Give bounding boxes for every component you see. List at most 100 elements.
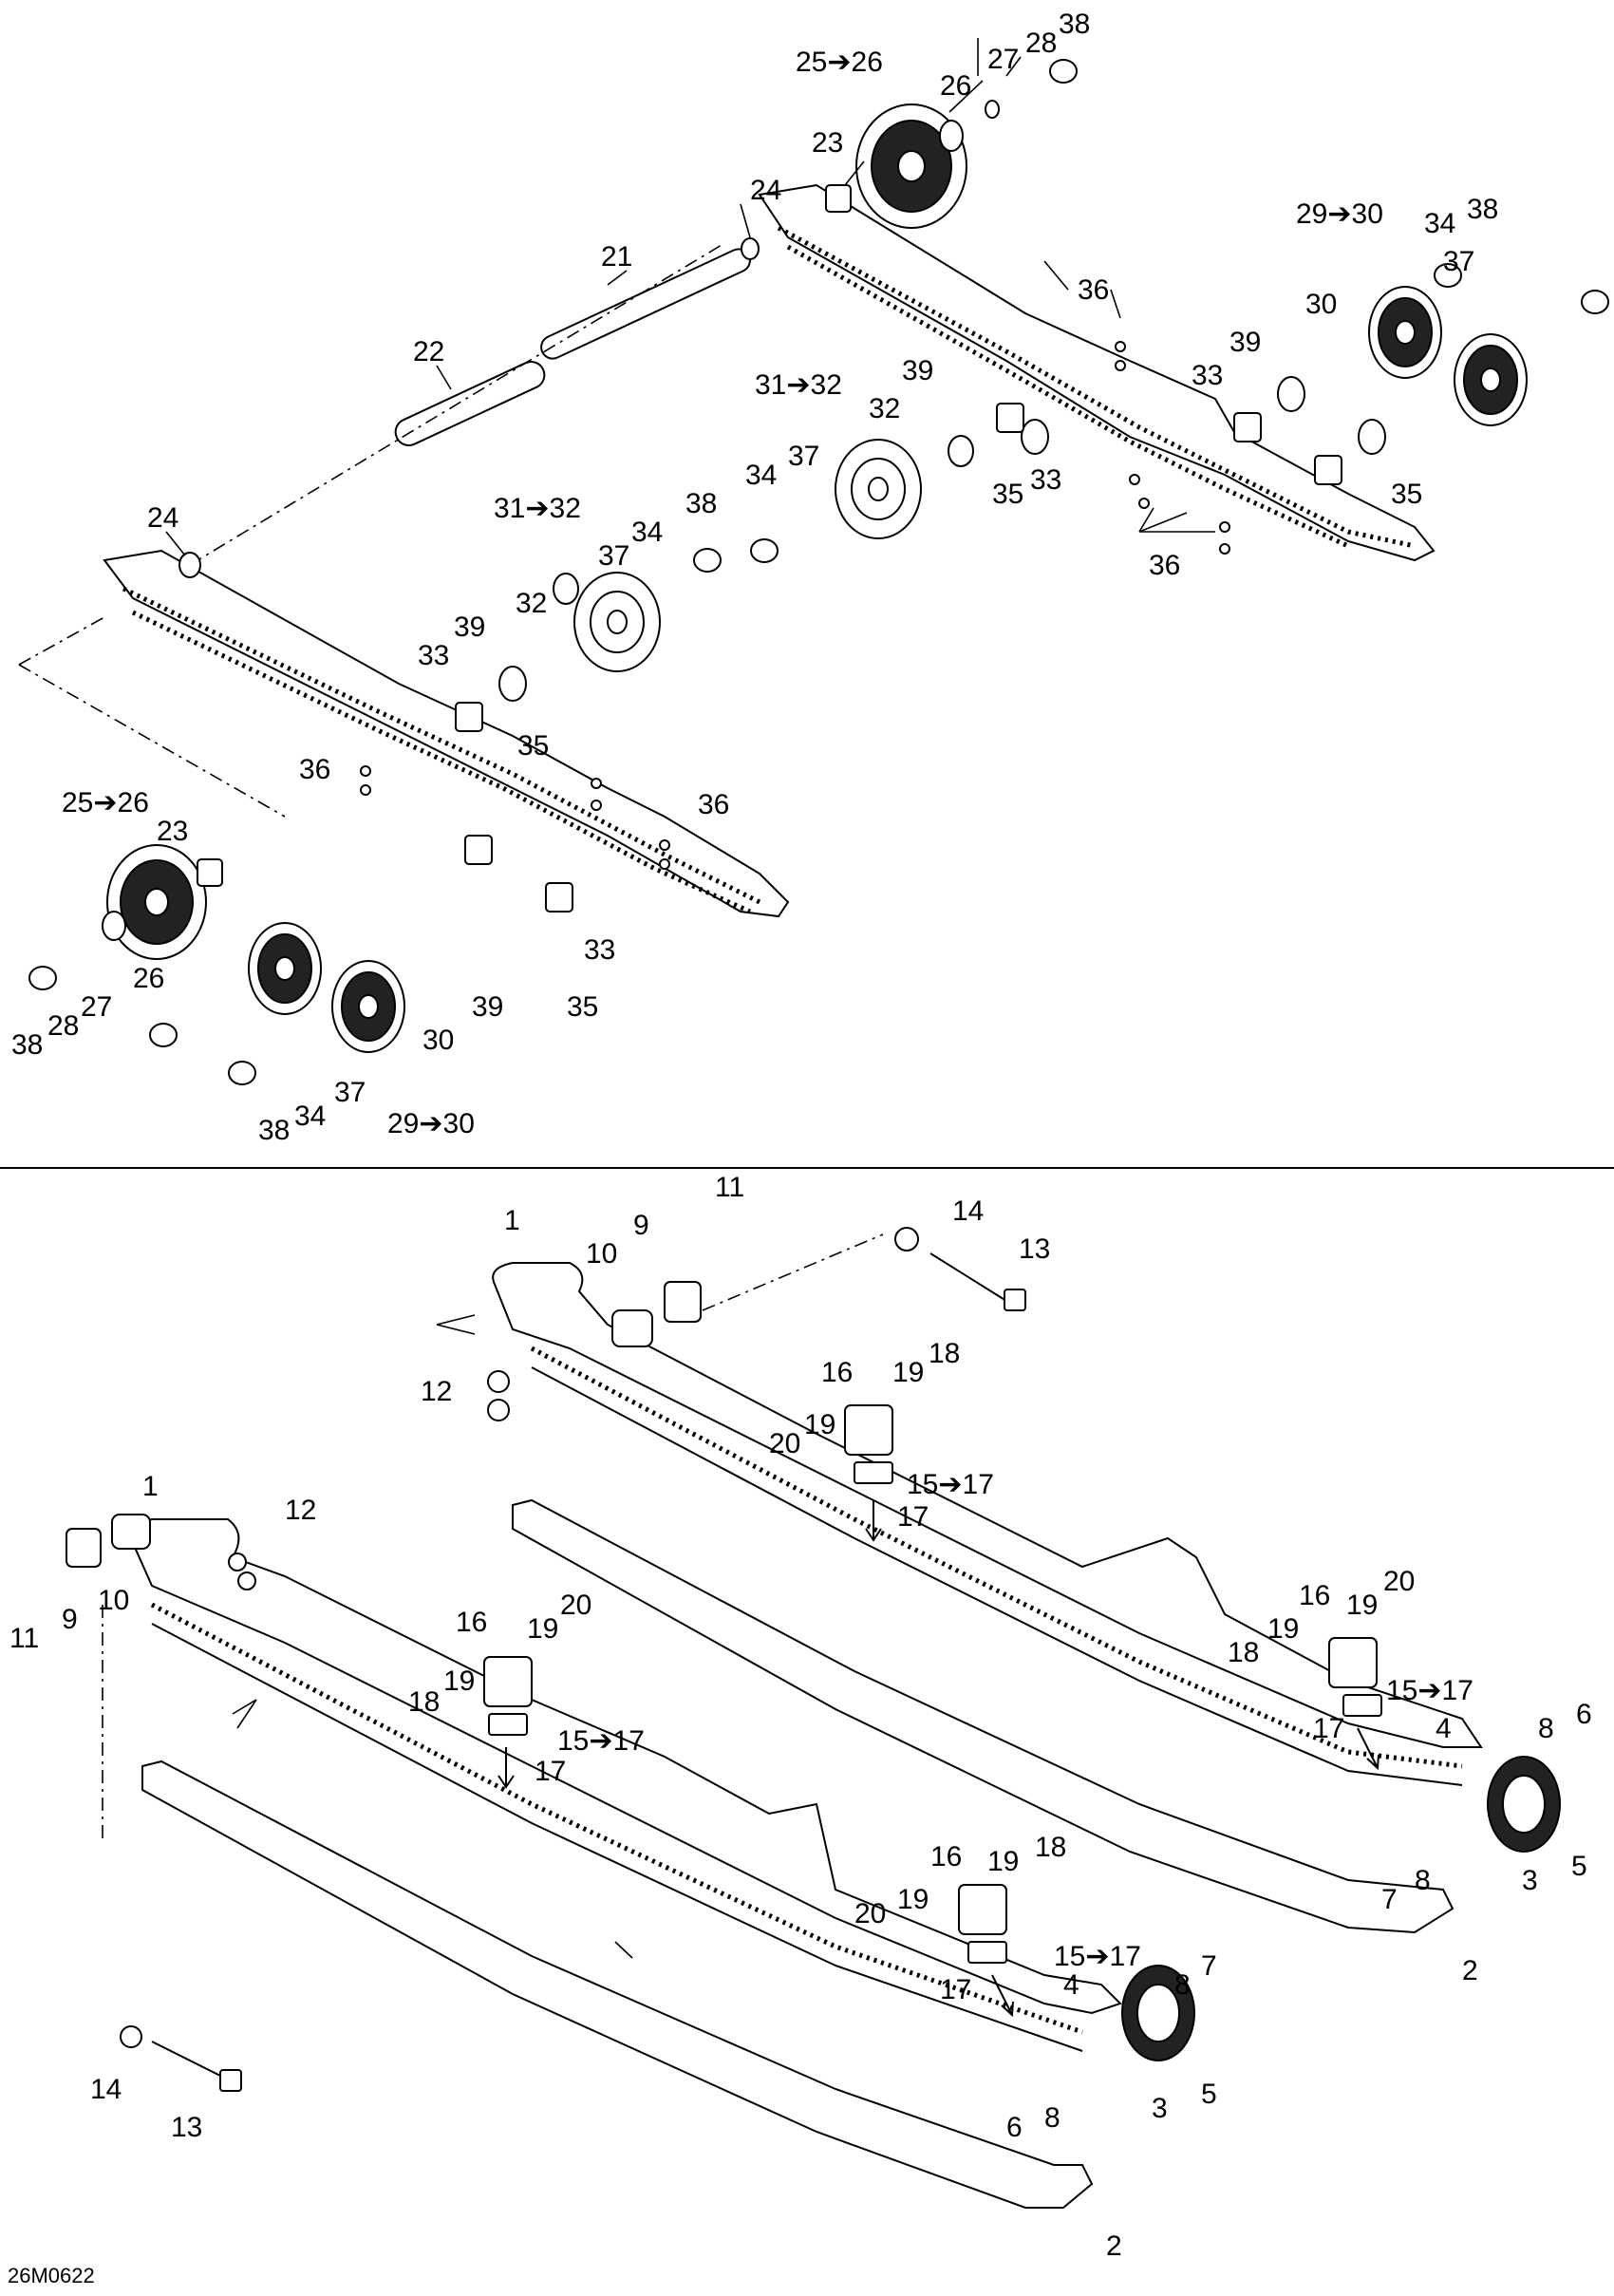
callout-39c: 39: [454, 612, 485, 643]
callout-labels: 25➔26 26 27 28 38 23 24 21 22 24 29➔30 3…: [8, 9, 1592, 2287]
callout-36c: 36: [299, 754, 330, 785]
callout-37d: 37: [334, 1077, 366, 1108]
callout-2: 2: [1462, 1955, 1478, 1986]
callout-19c: 19: [527, 1613, 558, 1645]
callout-10b: 10: [98, 1585, 129, 1616]
leader-lines: [165, 38, 1215, 1959]
callout-6: 6: [1576, 1699, 1592, 1730]
callout-25-26: 25➔26: [796, 47, 883, 78]
wheel-upper-right-a: [1368, 286, 1442, 379]
callout-33b: 33: [1030, 464, 1061, 496]
callout-27b: 27: [81, 991, 112, 1023]
wheel-large-front: [106, 844, 207, 960]
wheel-large-rear: [855, 104, 967, 229]
callout-38b: 38: [1467, 194, 1498, 225]
callout-8d: 8: [1044, 2102, 1060, 2134]
callout-20: 20: [769, 1428, 800, 1459]
callout-27: 27: [987, 44, 1019, 75]
callout-2b: 2: [1106, 2230, 1122, 2262]
callout-15-17d: 15➔17: [1054, 1941, 1141, 1972]
callout-6b: 6: [1006, 2112, 1023, 2143]
callout-39b: 39: [902, 355, 933, 386]
callout-38: 38: [1059, 9, 1090, 40]
callout-29-30: 29➔30: [1296, 198, 1383, 230]
callout-35d: 35: [567, 991, 598, 1023]
callout-19h: 19: [897, 1884, 929, 1915]
callout-39: 39: [1229, 327, 1261, 358]
callout-17c: 17: [1313, 1713, 1344, 1744]
callout-18: 18: [929, 1338, 960, 1369]
callout-8c: 8: [1174, 1969, 1191, 2001]
lower-rail-assembly: [66, 1227, 1561, 2209]
callout-38d: 38: [11, 1029, 43, 1061]
callout-39d: 39: [472, 991, 503, 1023]
callout-24b: 24: [147, 502, 178, 534]
callout-15-17b: 15➔17: [557, 1725, 645, 1757]
callout-22: 22: [413, 336, 444, 367]
callout-16c: 16: [1299, 1580, 1330, 1611]
callout-23: 23: [812, 127, 843, 159]
callout-37: 37: [1443, 246, 1474, 277]
wheel-lower-left-a: [248, 922, 322, 1015]
callout-12: 12: [421, 1376, 452, 1407]
callout-23b: 23: [157, 816, 188, 847]
callout-18c: 18: [1228, 1637, 1259, 1668]
reference-code: 26M0622: [8, 2264, 95, 2287]
callout-14b: 14: [90, 2074, 122, 2105]
callout-19g: 19: [987, 1846, 1019, 1877]
callout-34: 34: [1424, 208, 1455, 239]
callout-15-17c: 15➔17: [1386, 1675, 1473, 1706]
callout-8b: 8: [1415, 1865, 1431, 1896]
callout-7: 7: [1381, 1884, 1398, 1915]
callout-34b: 34: [745, 460, 777, 491]
callout-9b: 9: [62, 1604, 78, 1635]
callout-36: 36: [1078, 274, 1109, 306]
callout-25-26b: 25➔26: [62, 787, 149, 819]
callout-17d: 17: [940, 1974, 971, 2005]
callout-20c: 20: [1383, 1566, 1415, 1597]
callout-37c: 37: [598, 540, 629, 572]
callout-20d: 20: [854, 1898, 886, 1929]
callout-3b: 3: [1152, 2093, 1168, 2124]
callout-33d: 33: [584, 934, 615, 966]
callout-9: 9: [633, 1210, 649, 1241]
callout-28: 28: [1025, 28, 1057, 59]
callout-35: 35: [1391, 479, 1422, 510]
callout-38e: 38: [258, 1115, 290, 1146]
wheel-mid-right: [835, 439, 922, 539]
callout-19e: 19: [1346, 1590, 1378, 1621]
callout-1: 1: [504, 1205, 520, 1236]
callout-28b: 28: [47, 1010, 79, 1042]
callout-5: 5: [1571, 1851, 1587, 1882]
callout-11b: 11: [9, 1623, 39, 1654]
callout-36b: 36: [1149, 550, 1180, 581]
callout-15-17: 15➔17: [907, 1469, 994, 1500]
callout-32b: 32: [516, 588, 547, 619]
callout-19d: 19: [443, 1666, 475, 1697]
callout-18b: 18: [408, 1686, 440, 1718]
callout-17b: 17: [535, 1756, 566, 1787]
callout-24: 24: [750, 175, 781, 206]
callout-17: 17: [897, 1501, 929, 1533]
callout-33: 33: [1192, 360, 1223, 391]
callout-33c: 33: [418, 640, 449, 671]
callout-3: 3: [1522, 1865, 1538, 1896]
callout-4: 4: [1436, 1713, 1452, 1744]
callout-30b: 30: [422, 1025, 454, 1056]
callout-26: 26: [940, 70, 971, 102]
wheel-mid-left: [573, 572, 661, 672]
callout-16d: 16: [930, 1841, 962, 1873]
callout-14: 14: [952, 1195, 984, 1227]
callout-19f: 19: [1267, 1613, 1299, 1645]
callout-34c: 34: [631, 517, 663, 548]
callout-8: 8: [1538, 1713, 1554, 1744]
callout-31-32b: 31➔32: [494, 493, 581, 524]
callout-11: 11: [715, 1172, 744, 1203]
callout-1b: 1: [142, 1471, 159, 1502]
callout-21: 21: [601, 241, 632, 273]
callout-34d: 34: [294, 1101, 326, 1132]
callout-10: 10: [586, 1238, 617, 1270]
callout-31-32: 31➔32: [755, 369, 842, 401]
callout-18d: 18: [1035, 1832, 1066, 1863]
callout-13: 13: [1019, 1233, 1050, 1265]
